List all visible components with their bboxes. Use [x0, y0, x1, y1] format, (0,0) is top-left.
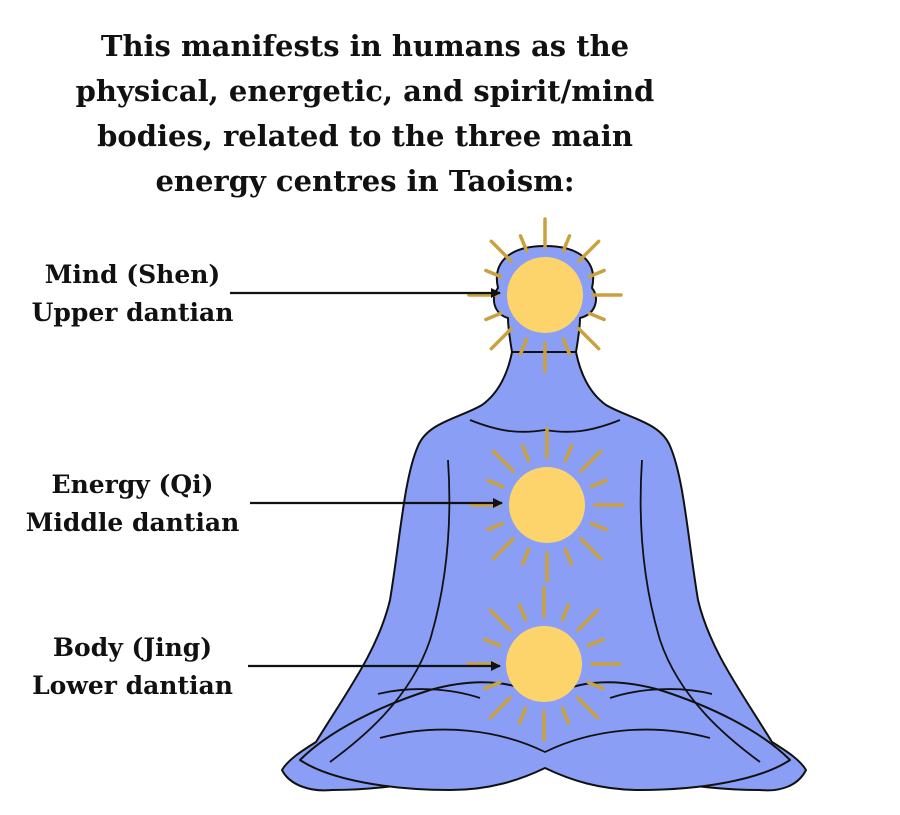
sun-ray [589, 521, 608, 532]
sun-ray [520, 444, 531, 463]
sun-ray [518, 234, 529, 253]
centre-location: Upper dantian [31, 298, 234, 327]
centre-location: Lower dantian [32, 671, 233, 700]
sun-ray [489, 239, 513, 263]
sun-ray [587, 268, 606, 279]
sun-ray [589, 478, 608, 489]
sun-ray [489, 327, 513, 351]
label-upper-dantian: Mind (Shen) Upper dantian [20, 256, 245, 332]
left-foot-line [377, 688, 481, 699]
sun-ray [484, 311, 503, 322]
diagram-title: This manifests in humans as the physical… [40, 24, 690, 204]
sun-ray [486, 478, 505, 489]
sun-ray [586, 637, 605, 648]
lower-dantian-sun [466, 586, 622, 742]
centre-name: Energy (Qi) [51, 470, 214, 499]
sun-ray [517, 603, 528, 622]
sun-ray [576, 696, 600, 720]
sun-ray [484, 268, 503, 279]
sun-ray [561, 234, 572, 253]
middle-dantian-sun [469, 427, 625, 583]
sun-rays [469, 427, 625, 583]
pointer-arrows [230, 288, 503, 671]
sun-ray [579, 537, 603, 561]
title-line: This manifests in humans as the [100, 29, 630, 63]
sun-ray [518, 337, 529, 356]
right-foot-line [609, 688, 713, 699]
centre-name: Mind (Shen) [44, 260, 221, 289]
sun-ray [577, 239, 601, 263]
sun-ray [577, 327, 601, 351]
upper-dantian-sun [467, 217, 623, 373]
sun-ray [486, 521, 505, 532]
sun-ray [563, 444, 574, 463]
sun-ray [488, 608, 512, 632]
sun-core [509, 467, 585, 543]
sun-ray [483, 637, 502, 648]
sun-ray [579, 449, 603, 473]
collarbone-line [469, 419, 621, 433]
centre-location: Middle dantian [25, 508, 240, 537]
sun-ray [520, 547, 531, 566]
sun-core [506, 626, 582, 702]
sun-ray [491, 449, 515, 473]
sun-ray [483, 680, 502, 691]
leg-cross-line [379, 728, 711, 754]
sun-core [507, 257, 583, 333]
sun-ray [560, 706, 571, 725]
label-middle-dantian: Energy (Qi) Middle dantian [20, 466, 245, 542]
left-arm-line [329, 459, 451, 763]
sun-ray [517, 706, 528, 725]
label-lower-dantian: Body (Jing) Lower dantian [20, 629, 245, 705]
sun-ray [587, 311, 606, 322]
centre-name: Body (Jing) [52, 633, 213, 662]
energy-centres [466, 217, 625, 742]
title-line: bodies, related to the three main [97, 119, 633, 153]
sun-ray [488, 696, 512, 720]
sun-ray [491, 537, 515, 561]
sun-ray [586, 680, 605, 691]
right-arm-line [639, 459, 761, 763]
sun-ray [561, 337, 572, 356]
figure-detail-lines [329, 419, 761, 763]
sun-ray [563, 547, 574, 566]
title-line: energy centres in Taoism: [155, 164, 575, 198]
sun-ray [576, 608, 600, 632]
title-line: physical, energetic, and spirit/mind [75, 74, 655, 108]
sun-ray [560, 603, 571, 622]
